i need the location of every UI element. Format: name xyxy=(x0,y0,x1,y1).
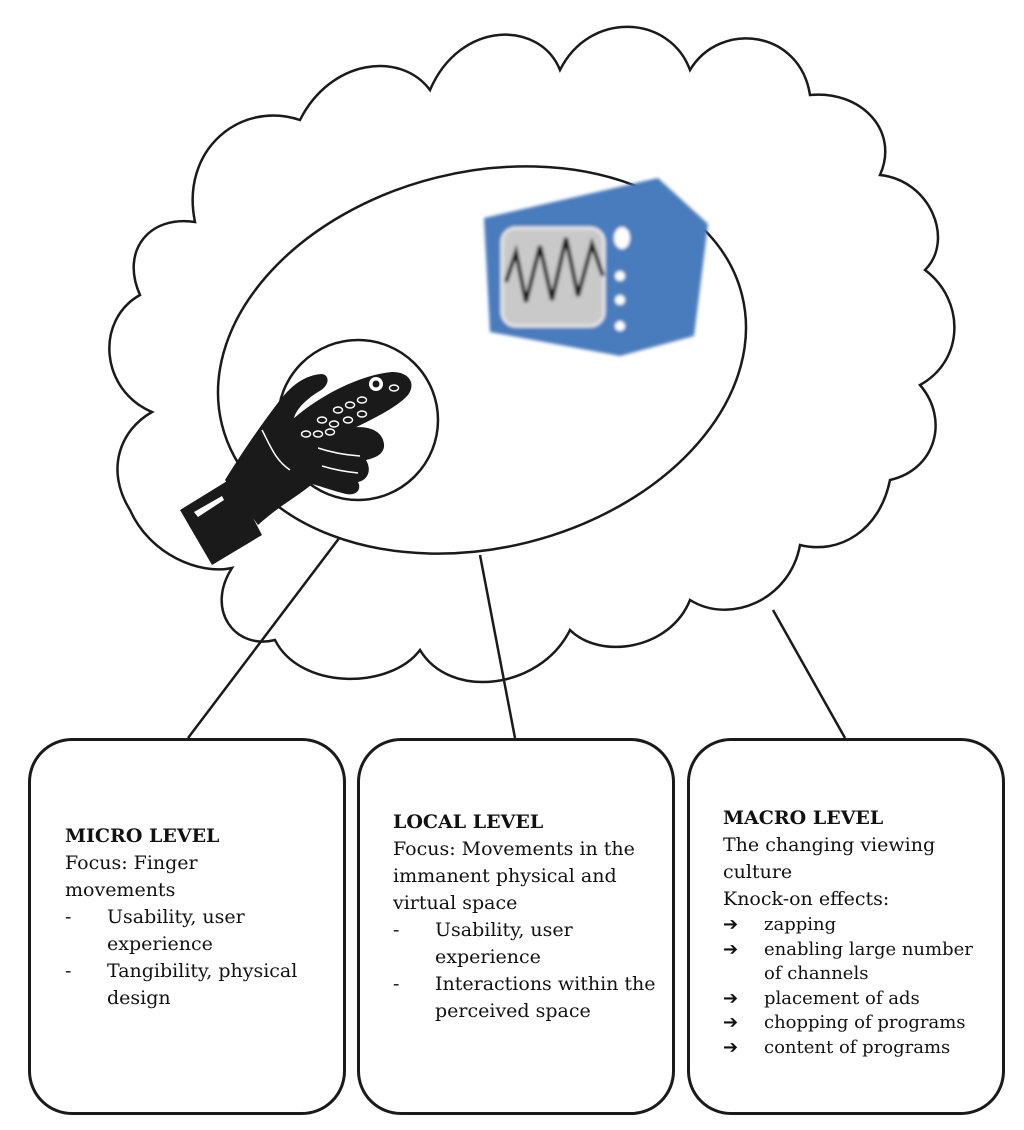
list-item-text: Tangibility, physical design xyxy=(107,960,298,1009)
list-item: - Usability, user experience xyxy=(65,904,335,958)
list-item: - Tangibility, physical design xyxy=(65,958,335,1012)
local-level-focus: Focus: Movements in the immanent physica… xyxy=(393,838,635,914)
local-level-title: LOCAL LEVEL xyxy=(393,811,544,833)
arrow-right-icon: ➔ xyxy=(723,987,739,1009)
connector-micro xyxy=(187,499,369,739)
arrow-right-icon: ➔ xyxy=(723,1036,739,1058)
list-item: - Interactions within the perceived spac… xyxy=(393,971,673,1025)
list-item: ➔ enabling large number of channels xyxy=(723,938,974,987)
macro-level-box: MACRO LEVEL The changing viewing culture… xyxy=(687,738,1005,1115)
list-item: ➔ zapping xyxy=(723,913,1003,938)
local-level-list: - Usability, user experience - Interacti… xyxy=(393,917,673,1025)
arrow-right-icon: ➔ xyxy=(723,938,739,960)
macro-level-subtitle: The changing viewing culture xyxy=(723,834,936,883)
connector-macro xyxy=(771,609,847,739)
micro-level-focus: Focus: Finger movements xyxy=(65,852,198,901)
hand-holding-remote-icon xyxy=(180,372,412,565)
list-item-text: placement of ads xyxy=(764,987,920,1009)
micro-level-title: MICRO LEVEL xyxy=(65,825,220,847)
micro-level-list: - Usability, user experience - Tangibili… xyxy=(65,904,335,1012)
dash-marker: - xyxy=(393,919,400,941)
tv-screen-icon xyxy=(484,178,708,356)
macro-level-title: MACRO LEVEL xyxy=(723,807,884,829)
micro-level-box: MICRO LEVEL Focus: Finger movements - Us… xyxy=(28,738,346,1115)
list-item-text: content of programs xyxy=(764,1036,951,1058)
list-item: ➔ chopping of programs xyxy=(723,1011,1003,1036)
macro-level-list: ➔ zapping ➔ enabling large number of cha… xyxy=(723,913,1003,1060)
list-item-text: chopping of programs xyxy=(764,1012,966,1033)
list-item: - Usability, user experience xyxy=(393,917,673,971)
connector-local xyxy=(478,554,517,739)
list-item-text: Usability, user experience xyxy=(435,919,573,968)
macro-level-effects-label: Knock-on effects: xyxy=(723,888,890,910)
dash-marker: - xyxy=(65,960,72,982)
list-item-text: enabling large number of channels xyxy=(764,938,973,985)
dash-marker: - xyxy=(65,906,72,928)
list-item: ➔ placement of ads xyxy=(723,987,1003,1012)
list-item: ➔ content of programs xyxy=(723,1036,1003,1061)
arrow-right-icon: ➔ xyxy=(723,914,739,935)
dash-marker: - xyxy=(393,973,400,995)
arrow-right-icon: ➔ xyxy=(723,1012,739,1033)
list-item-text: Interactions within the perceived space xyxy=(435,973,656,1022)
list-item-text: Usability, user experience xyxy=(107,906,245,955)
local-level-box: LOCAL LEVEL Focus: Movements in the imma… xyxy=(357,738,675,1115)
list-item-text: zapping xyxy=(764,914,837,935)
